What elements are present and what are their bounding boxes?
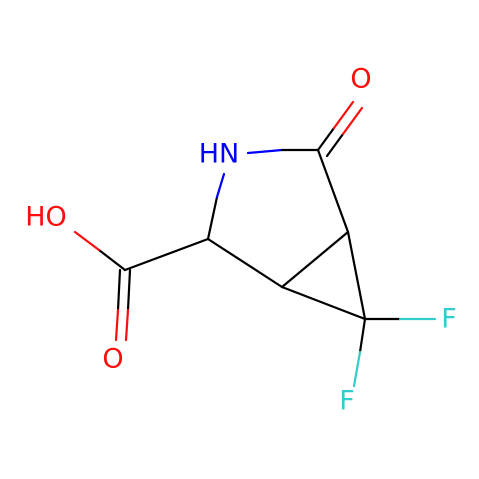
bond-cf-bottom-cyan-part bbox=[352, 350, 362, 388]
bond-cf-bottom-black-part bbox=[358, 317, 367, 354]
bond-cyclopropane-top bbox=[280, 230, 350, 289]
atom-label-acid-carbonyl-oxygen: O bbox=[102, 344, 123, 375]
bond-layer bbox=[73, 100, 437, 388]
bond-ketone-carbon-oxygen-a1 bbox=[316, 126, 336, 152]
bond-ketone-carbon-oxygen-b2 bbox=[341, 106, 364, 136]
bond-cyclopropane-left bbox=[280, 285, 367, 321]
bond-acid-carbon-to-hydroxyl-oxygen-red-part bbox=[73, 230, 101, 252]
atom-label-fluorine-bottom: F bbox=[339, 386, 355, 417]
bond-alpha-carbon-to-nitrogen-blue-part bbox=[215, 172, 226, 199]
bond-cyclopropane-right bbox=[346, 230, 367, 321]
bond-nitrogen-to-carbonyl-carbon-blue-part bbox=[246, 148, 284, 155]
bond-alpha-carbon-to-nitrogen-black-part bbox=[206, 195, 219, 241]
bond-carbonyl-carbon-to-ring-carbon bbox=[316, 148, 350, 234]
bond-ketone-carbon-oxygen-b1 bbox=[325, 132, 345, 158]
bond-ring-carbon-to-alpha-carbon bbox=[206, 237, 284, 289]
bond-acid-carbon-carbonyl-b1 bbox=[126, 268, 132, 312]
bond-acid-carbon-to-hydroxyl-oxygen-black-part bbox=[97, 248, 127, 272]
bond-acid-carbon-carbonyl-a1 bbox=[116, 268, 122, 312]
bond-acid-carbon-carbonyl-a2 bbox=[114, 308, 120, 342]
atom-label-fluorine-right: F bbox=[441, 304, 457, 335]
bond-ketone-carbon-oxygen-a2 bbox=[332, 100, 355, 130]
atom-label-ketone-oxygen: O bbox=[350, 64, 371, 95]
bond-acid-carbon-carbonyl-b2 bbox=[124, 308, 130, 342]
atom-label-hydroxyl-oxygen: HO bbox=[25, 202, 67, 233]
bond-alpha-carbon-to-acid-carbon bbox=[123, 237, 210, 272]
atom-label-amide-nitrogen: HN bbox=[199, 139, 240, 170]
atom-labels: O HN HO O F F bbox=[25, 64, 457, 417]
